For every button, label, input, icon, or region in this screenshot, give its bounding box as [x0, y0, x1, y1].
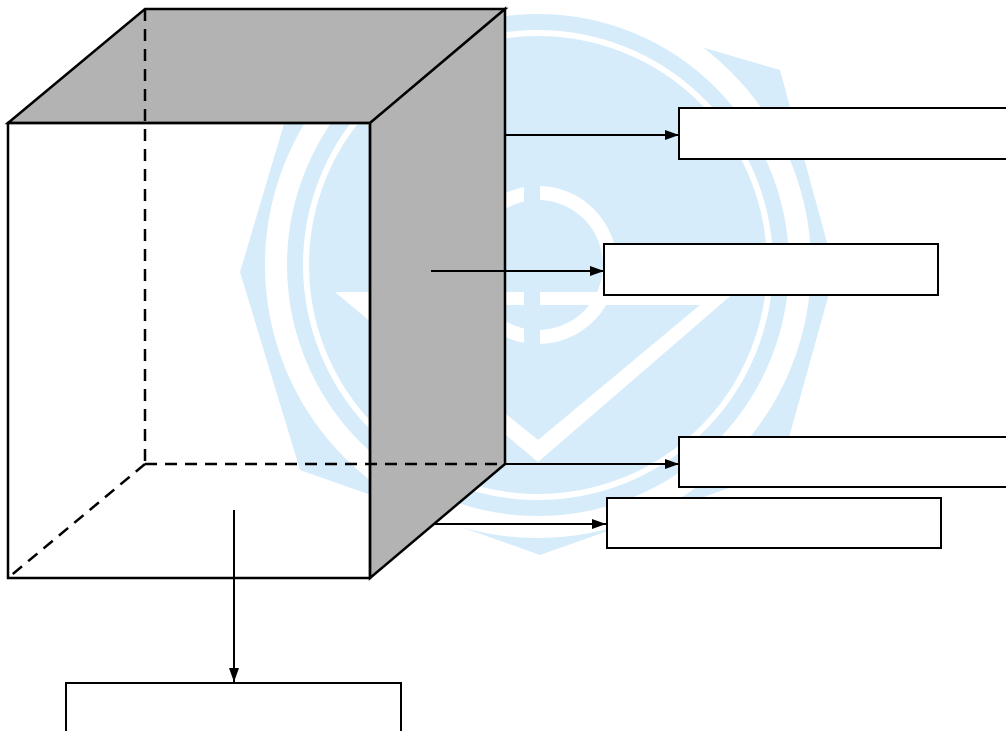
hidden-edge-left-bottom: [7, 463, 146, 579]
watermark-phi-stem: [524, 155, 540, 370]
label-box-lower-right: [606, 497, 942, 549]
cube-hidden-edges: [7, 9, 505, 579]
cube-front-face: [6, 121, 372, 580]
label-box-top-right: [678, 107, 1006, 160]
label-box-face: [603, 243, 939, 296]
label-box-bottom: [65, 682, 402, 731]
label-box-bottom-edge: [678, 436, 1006, 488]
